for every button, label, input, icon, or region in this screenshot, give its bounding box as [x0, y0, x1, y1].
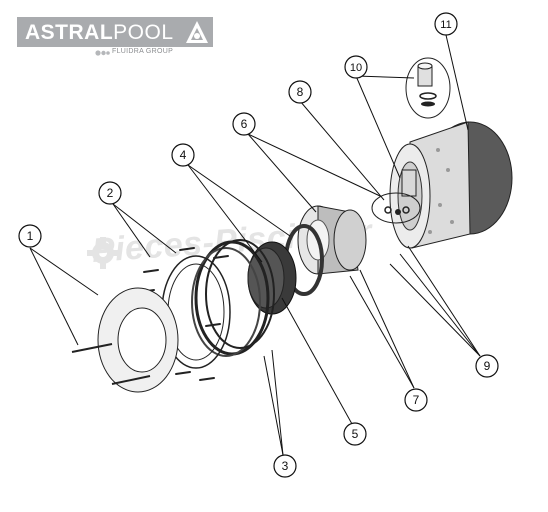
gaskets-part [191, 239, 275, 357]
callout-10: 10 [344, 55, 368, 79]
callout-1-label: 1 [27, 229, 34, 243]
callout-8: 8 [288, 80, 312, 104]
fluidra-group-label: FLUIDRA GROUP [112, 48, 174, 55]
leader-lines [29, 34, 481, 456]
callout-2-label: 2 [107, 186, 114, 200]
callout-8-label: 8 [297, 85, 304, 99]
front-trim-part [71, 287, 179, 393]
lamp-holder-part [297, 205, 367, 275]
logo-triangle-icon [186, 21, 208, 43]
callout-7: 7 [404, 388, 428, 412]
callout-5-label: 5 [352, 427, 359, 441]
callout-3-label: 3 [282, 459, 289, 473]
callout-2: 2 [98, 181, 122, 205]
callout-6: 6 [232, 112, 256, 136]
astralpool-logo: ASTRALPOOL [17, 17, 213, 47]
callout-5: 5 [343, 422, 367, 446]
fluidra-dots-icon [95, 50, 110, 56]
callout-10-label: 10 [350, 62, 362, 74]
callout-3: 3 [273, 454, 297, 478]
callout-7-label: 7 [413, 393, 420, 407]
watermark-gear-icon [87, 237, 119, 269]
callout-4-label: 4 [180, 148, 187, 162]
callout-11: 11 [434, 12, 458, 36]
callout-4: 4 [171, 143, 195, 167]
small-parts-detail [371, 192, 421, 224]
callout-1: 1 [18, 224, 42, 248]
callout-9: 9 [475, 354, 499, 378]
callout-6-label: 6 [241, 117, 248, 131]
logo-wordmark: ASTRALPOOL [25, 21, 174, 44]
callout-11-label: 11 [440, 19, 451, 31]
callout-9-label: 9 [484, 359, 491, 373]
gland-part [401, 57, 451, 197]
